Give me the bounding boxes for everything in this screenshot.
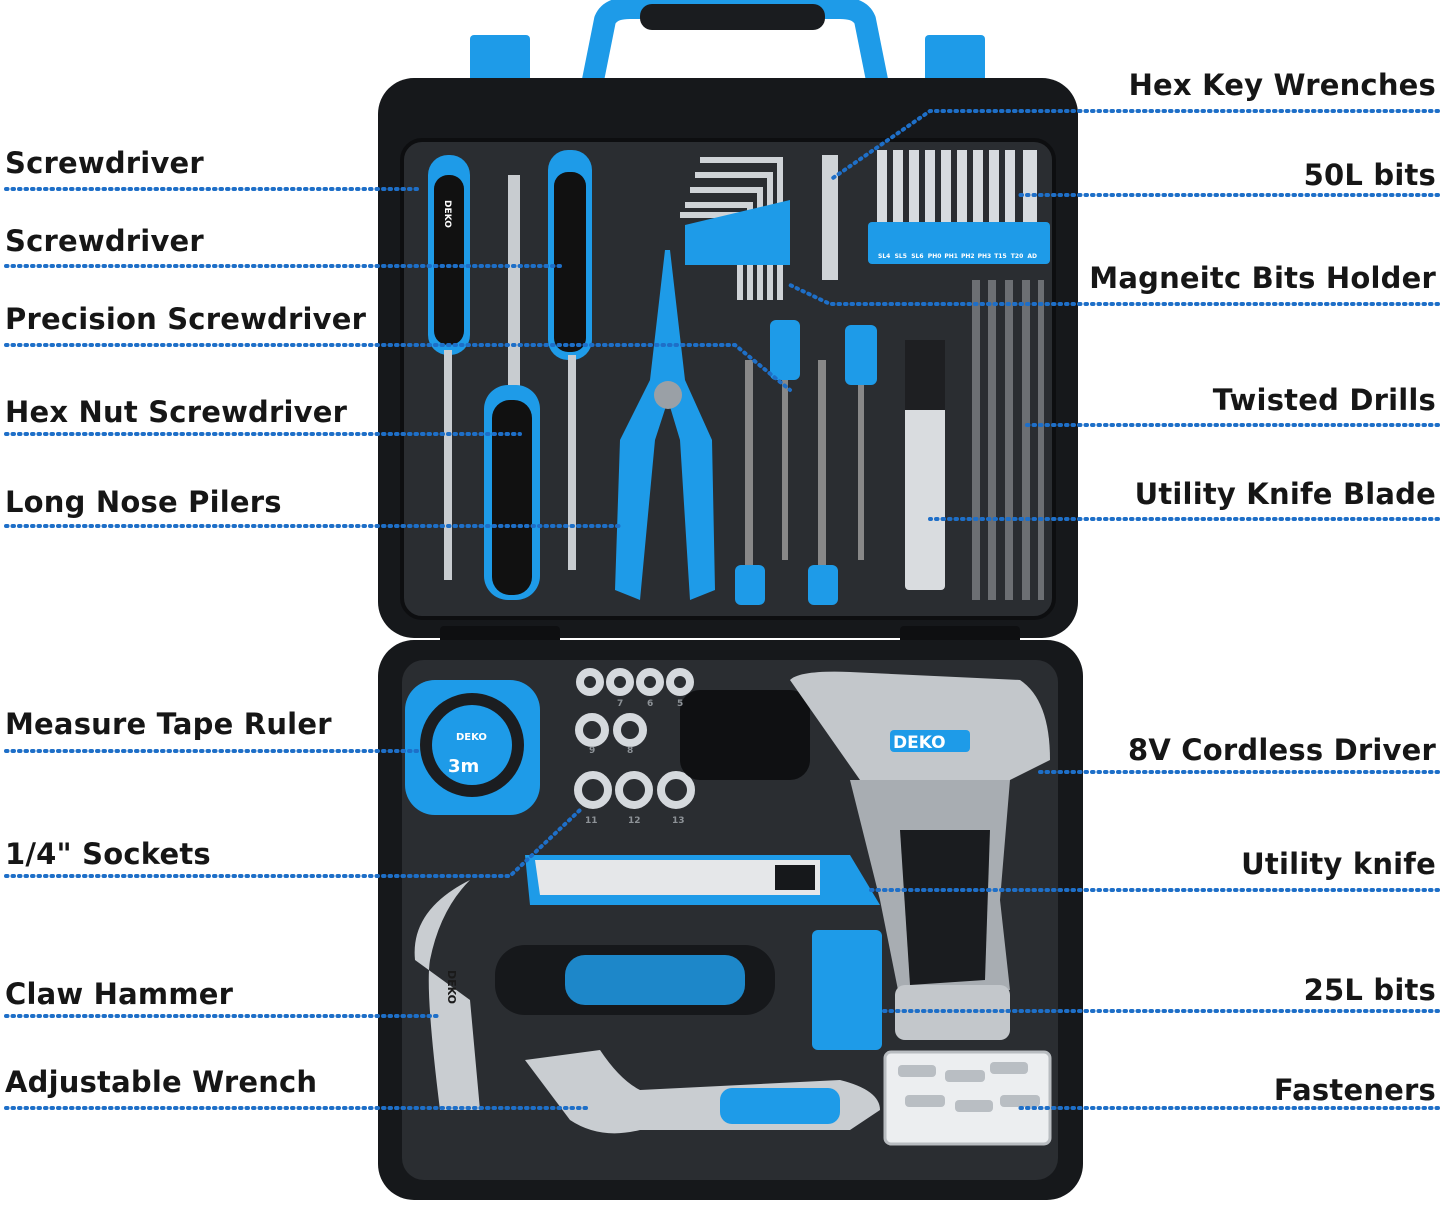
label-hex-key-wrenches: Hex Key Wrenches xyxy=(1128,68,1436,102)
label-fasteners: Fasteners xyxy=(1273,1073,1436,1107)
label-magnetic-bits-holder: Magneitc Bits Holder xyxy=(1089,261,1436,295)
socket-size-row: 7 6 5 9 8 11 12 13 xyxy=(585,699,685,826)
knife-blades xyxy=(905,340,945,590)
socket-size-label: 6 xyxy=(647,699,653,709)
small-bit-set xyxy=(812,930,882,1050)
socket-size-label: 9 xyxy=(589,746,595,756)
bit-code-label: PH2 xyxy=(961,253,975,260)
bit-code-label: AD xyxy=(1027,253,1037,260)
hammer-brand-mark: DEKO xyxy=(445,970,458,1004)
claw-hammer xyxy=(414,880,775,1110)
bit-strip xyxy=(868,150,1050,264)
socket-size-label: 5 xyxy=(677,699,683,709)
bit-code-label: PH3 xyxy=(978,253,992,260)
bit-code-label: PH0 xyxy=(928,253,942,260)
utility-knife xyxy=(525,855,880,905)
label-measure-tape: Measure Tape Ruler xyxy=(5,707,332,741)
socket-size-label: 12 xyxy=(628,816,641,826)
label-utility-knife: Utility knife xyxy=(1241,847,1436,881)
socket-size-label: 11 xyxy=(585,816,598,826)
socket-size-label: 7 xyxy=(617,699,623,709)
label-sockets: 1/4" Sockets xyxy=(5,837,211,871)
bit-code-label: PH1 xyxy=(944,253,958,260)
sockets xyxy=(574,668,695,809)
cordless-driver xyxy=(680,671,1050,1040)
screwdriver-brand-mark: DEKO xyxy=(442,200,452,228)
long-nose-pliers xyxy=(615,250,715,600)
measure-tape xyxy=(405,680,540,815)
label-twisted-drills: Twisted Drills xyxy=(1212,383,1436,417)
label-precision-screwdriver: Precision Screwdriver xyxy=(5,302,367,336)
bit-code-label: T20 xyxy=(1011,253,1023,260)
screwdriver-tools xyxy=(428,150,592,600)
label-long-nose-pliers: Long Nose Pilers xyxy=(5,485,282,519)
label-cordless-driver: 8V Cordless Driver xyxy=(1127,733,1436,767)
drill-brand-mark: DEKO xyxy=(893,733,946,753)
bit-code-label: SL5 xyxy=(895,253,907,260)
precision-screwdrivers xyxy=(735,320,877,605)
tape-brand-mark: DEKO xyxy=(456,732,487,743)
fasteners-box xyxy=(883,1050,1052,1146)
label-screwdriver-1: Screwdriver xyxy=(5,146,204,180)
adjustable-wrench xyxy=(525,1050,880,1134)
socket-size-label: 13 xyxy=(672,816,685,826)
label-adjustable-wrench: Adjustable Wrench xyxy=(5,1065,318,1099)
label-claw-hammer: Claw Hammer xyxy=(5,977,234,1011)
bit-code-label: SL4 xyxy=(878,253,890,260)
bit-code-label: SL6 xyxy=(911,253,923,260)
bit-code-label: T15 xyxy=(994,253,1006,260)
label-25l-bits: 25L bits xyxy=(1303,973,1436,1007)
label-hex-nut-screwdriver: Hex Nut Screwdriver xyxy=(5,395,348,429)
twisted-drills xyxy=(972,280,1044,600)
label-screwdriver-2: Screwdriver xyxy=(5,224,204,258)
leader-lines xyxy=(4,109,1440,1110)
label-utility-knife-blade: Utility Knife Blade xyxy=(1134,477,1436,511)
tape-length-mark: 3m xyxy=(448,756,479,777)
label-50l-bits: 50L bits xyxy=(1303,158,1436,192)
socket-size-label: 8 xyxy=(627,746,633,756)
